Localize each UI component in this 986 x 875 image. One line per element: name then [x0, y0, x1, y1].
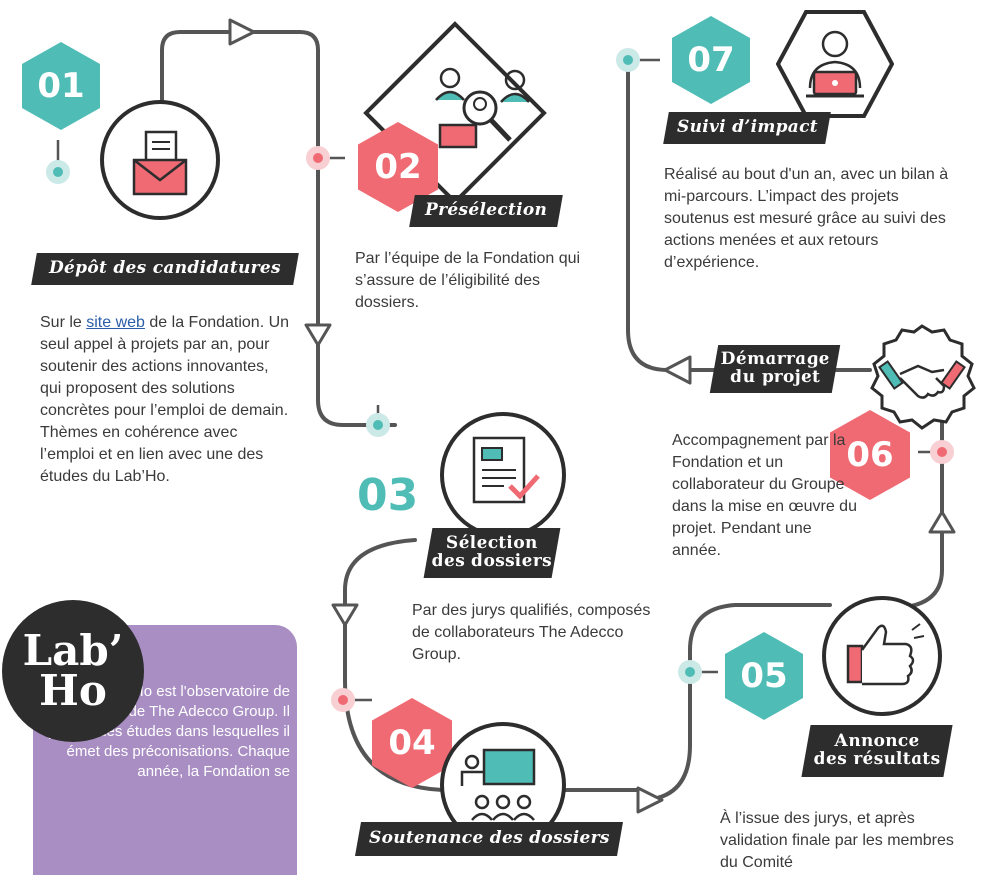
- site-web-link[interactable]: site web: [86, 314, 145, 331]
- envelope-letter-icon: [100, 100, 220, 220]
- labho-logo: Lab’ Ho: [2, 600, 144, 742]
- step-02-title: Présélection: [409, 195, 563, 227]
- person-laptop-icon: [775, 8, 895, 120]
- step-01-description: Sur le site web de la Fondation. Un seul…: [40, 314, 290, 485]
- document-check-icon: [440, 412, 566, 538]
- step-05-number: 05: [725, 632, 803, 720]
- handshake-icon: [866, 322, 978, 434]
- step-03-number: 03: [357, 470, 419, 521]
- step-07-title: Suivi d’impact: [663, 112, 831, 144]
- step-03-description: Par des jurys qualifiés, composés de col…: [412, 602, 651, 663]
- step-01-title: Dépôt des candidatures: [31, 253, 299, 285]
- thumbs-up-icon: [822, 596, 942, 716]
- step-02-number: 02: [358, 122, 438, 212]
- step-07-description: Réalisé au bout d'un an, avec un bilan à…: [664, 166, 949, 271]
- step-04-title: Soutenance des dossiers: [355, 822, 623, 856]
- step-02-description: Par l’équipe de la Fondation qui s’assur…: [355, 250, 581, 311]
- step-06-description: Accompagnement par la Fondation et un co…: [672, 432, 857, 559]
- step-04-number: 04: [372, 698, 452, 788]
- step-05-description: À l’issue des jurys, et après validation…: [720, 810, 954, 871]
